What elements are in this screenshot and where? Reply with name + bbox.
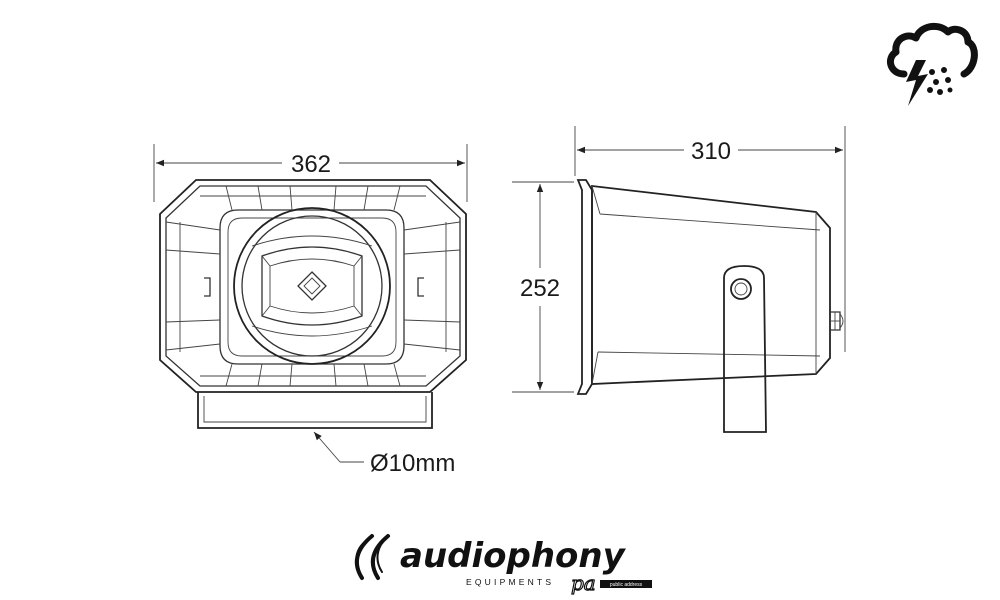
brand-mark: pa	[571, 571, 596, 595]
horn-flange	[576, 179, 593, 395]
driver-mouth-inner	[269, 258, 355, 314]
mount-hole-label: Ø10mm	[370, 450, 455, 477]
brand-subtitle: EQUIPMENTS	[466, 577, 554, 587]
bracket-hole-icon	[730, 278, 752, 300]
mounting-base	[197, 392, 433, 429]
fins-left	[165, 221, 221, 352]
height-label: 252	[520, 275, 560, 302]
brand-tag: public address	[610, 582, 643, 588]
fins-right	[403, 221, 461, 352]
horn-throat-frame	[219, 209, 405, 365]
front-view: 362	[153, 144, 468, 477]
hole-leader-arrow	[313, 431, 341, 463]
center-diamond-icon	[297, 271, 327, 301]
driver-ring-outer	[233, 207, 391, 365]
right-bracket-icon	[417, 277, 424, 297]
driver-ring-inner	[241, 215, 383, 357]
horn-throat-inner	[227, 217, 397, 357]
front-width-label: 362	[291, 151, 331, 178]
horn-outer-frame	[159, 179, 467, 393]
brand-tag-bar	[600, 580, 652, 588]
side-depth-label: 310	[691, 138, 731, 165]
left-bracket-icon	[204, 277, 211, 297]
fins-bottom	[200, 363, 426, 387]
mount-bracket	[723, 265, 767, 433]
side-view: 310 252	[512, 126, 846, 433]
brand-name: audiophony	[400, 536, 627, 576]
audiophony-logo-icon	[354, 534, 390, 580]
horn-inner-frame	[165, 185, 461, 387]
storm-cloud-icon	[886, 22, 978, 106]
fins-top	[200, 185, 426, 211]
